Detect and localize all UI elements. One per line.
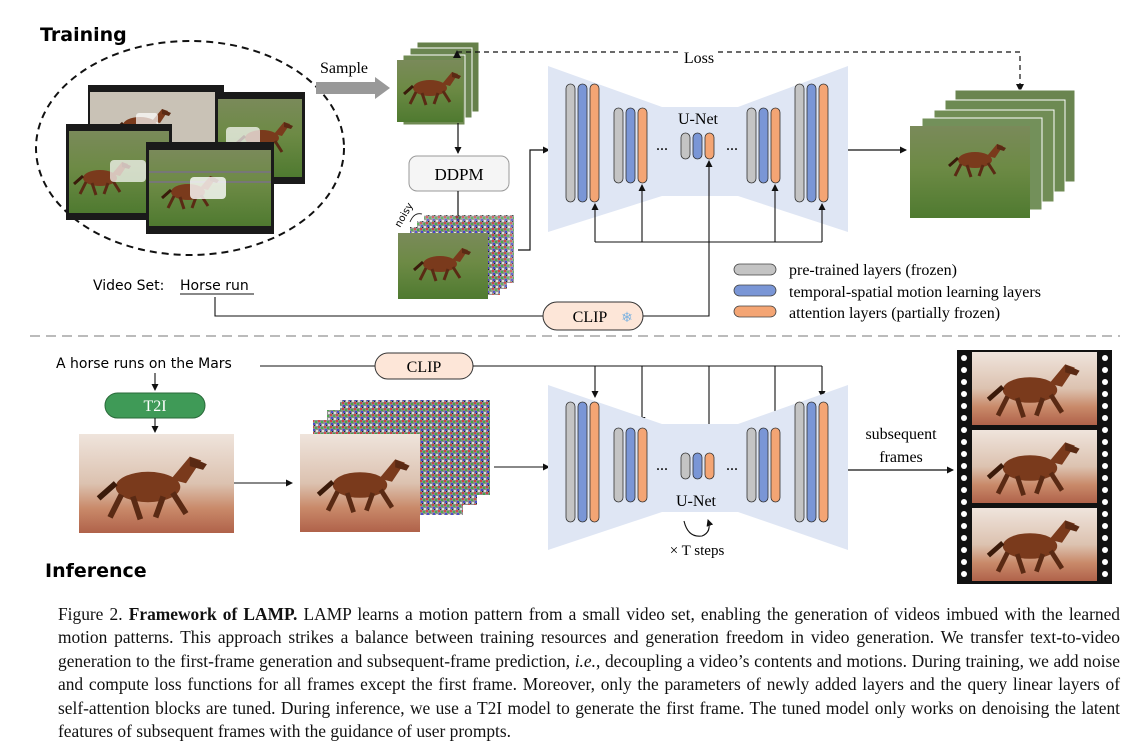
caption-text-2: , decoupling a video’s contents and moti… — [58, 650, 1120, 742]
loop-arrow-icon — [683, 519, 714, 537]
lamp-framework-diagram: Training Video Set: Horse run Sample — [30, 24, 1120, 584]
video-set-prefix: Video Set: — [93, 278, 164, 294]
unet-layers-training — [565, 83, 829, 203]
caption-figure-label: Figure 2. — [58, 604, 123, 624]
unet-layers-inference — [565, 401, 829, 523]
output-frames-training — [910, 89, 1076, 218]
clip-label-inference: CLIP — [407, 359, 442, 376]
noisy-frames — [398, 215, 514, 299]
ellipsis-left-inference: ... — [656, 457, 668, 474]
clip-label-training: CLIP — [573, 309, 608, 326]
sample-arrow — [316, 77, 390, 99]
ellipsis-left-training: ... — [656, 137, 668, 154]
snowflake-icon: ❄ — [621, 311, 633, 326]
legend-label-frozen: pre-trained layers (frozen) — [789, 262, 957, 279]
legend-label-motion: temporal-spatial motion learning layers — [789, 284, 1041, 301]
noisy-label: noisy — [393, 201, 416, 229]
output-filmstrip — [957, 350, 1112, 584]
caption-ie: i.e. — [574, 650, 596, 671]
figure-caption: Figure 2. Framework of LAMP. LAMP learns… — [58, 603, 1120, 743]
unet-label-training: U-Net — [678, 111, 719, 128]
inference-latents — [300, 400, 490, 532]
unet-label-inference: U-Net — [676, 493, 717, 510]
legend-swatch-frozen — [733, 263, 777, 276]
ddpm-label: DDPM — [434, 165, 483, 184]
legend-label-attention: attention layers (partially frozen) — [789, 305, 1000, 322]
video-set-name: Horse run — [180, 278, 249, 294]
first-frame-image — [79, 434, 234, 533]
training-title: Training — [40, 24, 127, 46]
clip-box-training — [542, 301, 644, 331]
caption-title: Framework of LAMP. — [128, 604, 298, 624]
t2i-label: T2I — [143, 398, 166, 415]
subsequent-label-1: subsequent — [865, 426, 937, 443]
legend-swatch-attention — [733, 305, 777, 318]
sample-label: Sample — [320, 60, 368, 77]
ellipsis-right-inference: ... — [726, 457, 738, 474]
loss-label: Loss — [684, 50, 714, 67]
video-set-ellipse — [35, 40, 345, 256]
inference-prompt: A horse runs on the Mars — [56, 356, 232, 372]
steps-label: × T steps — [670, 543, 725, 559]
legend: pre-trained layers (frozen) temporal-spa… — [733, 262, 1041, 322]
subsequent-label-2: frames — [879, 449, 923, 466]
ddpm-box — [408, 155, 510, 192]
inference-title: Inference — [45, 560, 147, 582]
video-clip-4 — [146, 142, 274, 234]
legend-swatch-motion — [733, 284, 777, 297]
caption-text-1: LAMP learns a motion pattern from a smal… — [58, 604, 1120, 671]
sampled-frames — [397, 41, 480, 126]
video-clip-1 — [88, 85, 224, 155]
ellipsis-right-training: ... — [726, 137, 738, 154]
